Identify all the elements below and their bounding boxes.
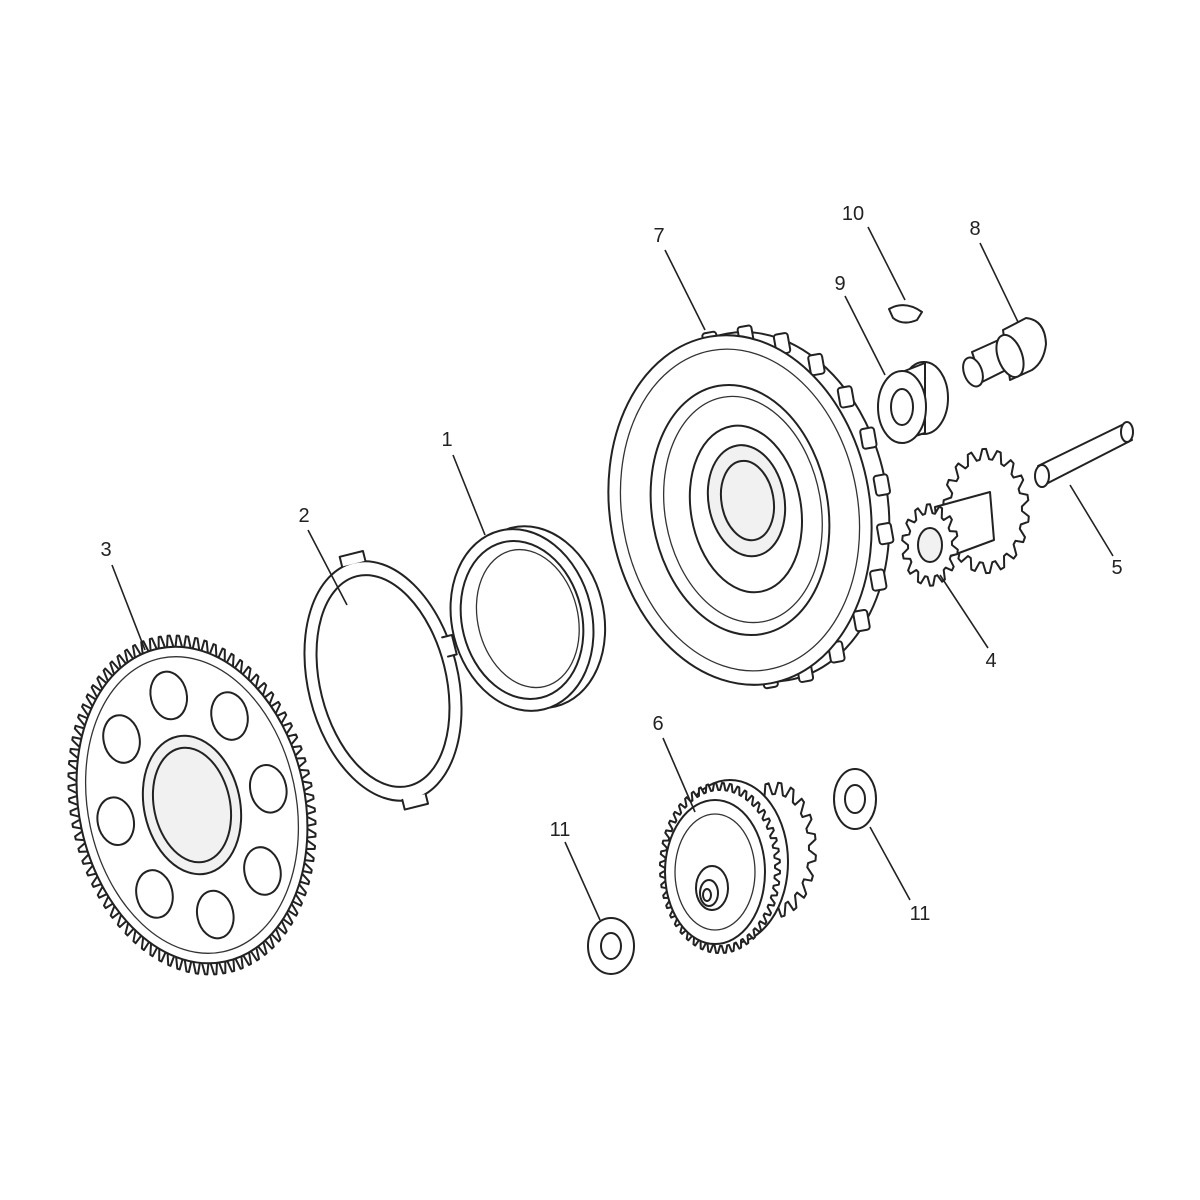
leader-4	[939, 574, 989, 649]
leader-10	[867, 226, 906, 301]
gear-3-window	[149, 670, 189, 721]
leader-2	[307, 529, 348, 606]
part-7-clutch-housing	[607, 324, 895, 690]
leader-8	[979, 242, 1019, 323]
callout-7: 7	[653, 225, 664, 247]
gear-3-window	[210, 691, 249, 741]
gear-3-window	[248, 764, 288, 814]
gear-3-window	[195, 889, 235, 940]
callout-4: 4	[985, 650, 996, 672]
leader-9	[844, 295, 886, 376]
callout-10: 10	[842, 203, 864, 225]
gear-3-window	[96, 796, 136, 846]
housing-slot	[836, 385, 856, 409]
part-11-washer-left	[587, 917, 635, 975]
part-2-thrust-plate	[303, 549, 463, 811]
part-9-spacer	[877, 361, 949, 444]
gear-3-window	[135, 869, 174, 919]
callout-9: 9	[834, 273, 845, 295]
callout-5: 5	[1111, 557, 1122, 579]
leader-lines	[111, 226, 1114, 921]
housing-slot	[852, 608, 871, 633]
leader-1	[452, 454, 486, 536]
part-6-intermediate-gear	[659, 779, 817, 954]
part-11-washer-right	[833, 768, 877, 830]
callout-1: 1	[441, 429, 452, 451]
callout-8: 8	[969, 218, 980, 240]
housing-slot	[869, 568, 888, 592]
housing-slot	[876, 522, 895, 546]
part-3-large-gear	[67, 634, 317, 976]
part-10-woodruff-key	[888, 304, 923, 324]
callout-2: 2	[298, 505, 309, 527]
leader-11b	[869, 826, 911, 901]
callout-6: 6	[652, 713, 663, 735]
housing-slot	[807, 352, 826, 377]
leader-6	[662, 737, 696, 813]
leader-7	[664, 249, 706, 331]
callout-11-left: 11	[550, 819, 571, 841]
part-8-shaft-bolt	[962, 317, 1047, 388]
gear-3-window	[243, 846, 282, 896]
housing-slot	[859, 426, 878, 450]
leader-11a	[564, 841, 601, 921]
part-5-idler-shaft	[1034, 421, 1134, 488]
housing-slot	[872, 473, 891, 497]
part-4-idler-gear	[901, 447, 1030, 587]
callout-labels: 1 2 3 4 5 6 7 8 9 10 11 11	[100, 203, 1122, 925]
gear-3-window	[102, 714, 141, 764]
leader-3	[111, 564, 146, 651]
callout-11-right: 11	[910, 903, 931, 925]
part-1-sprag-clutch	[449, 525, 607, 712]
callout-3: 3	[100, 539, 111, 561]
leader-5	[1069, 484, 1114, 557]
